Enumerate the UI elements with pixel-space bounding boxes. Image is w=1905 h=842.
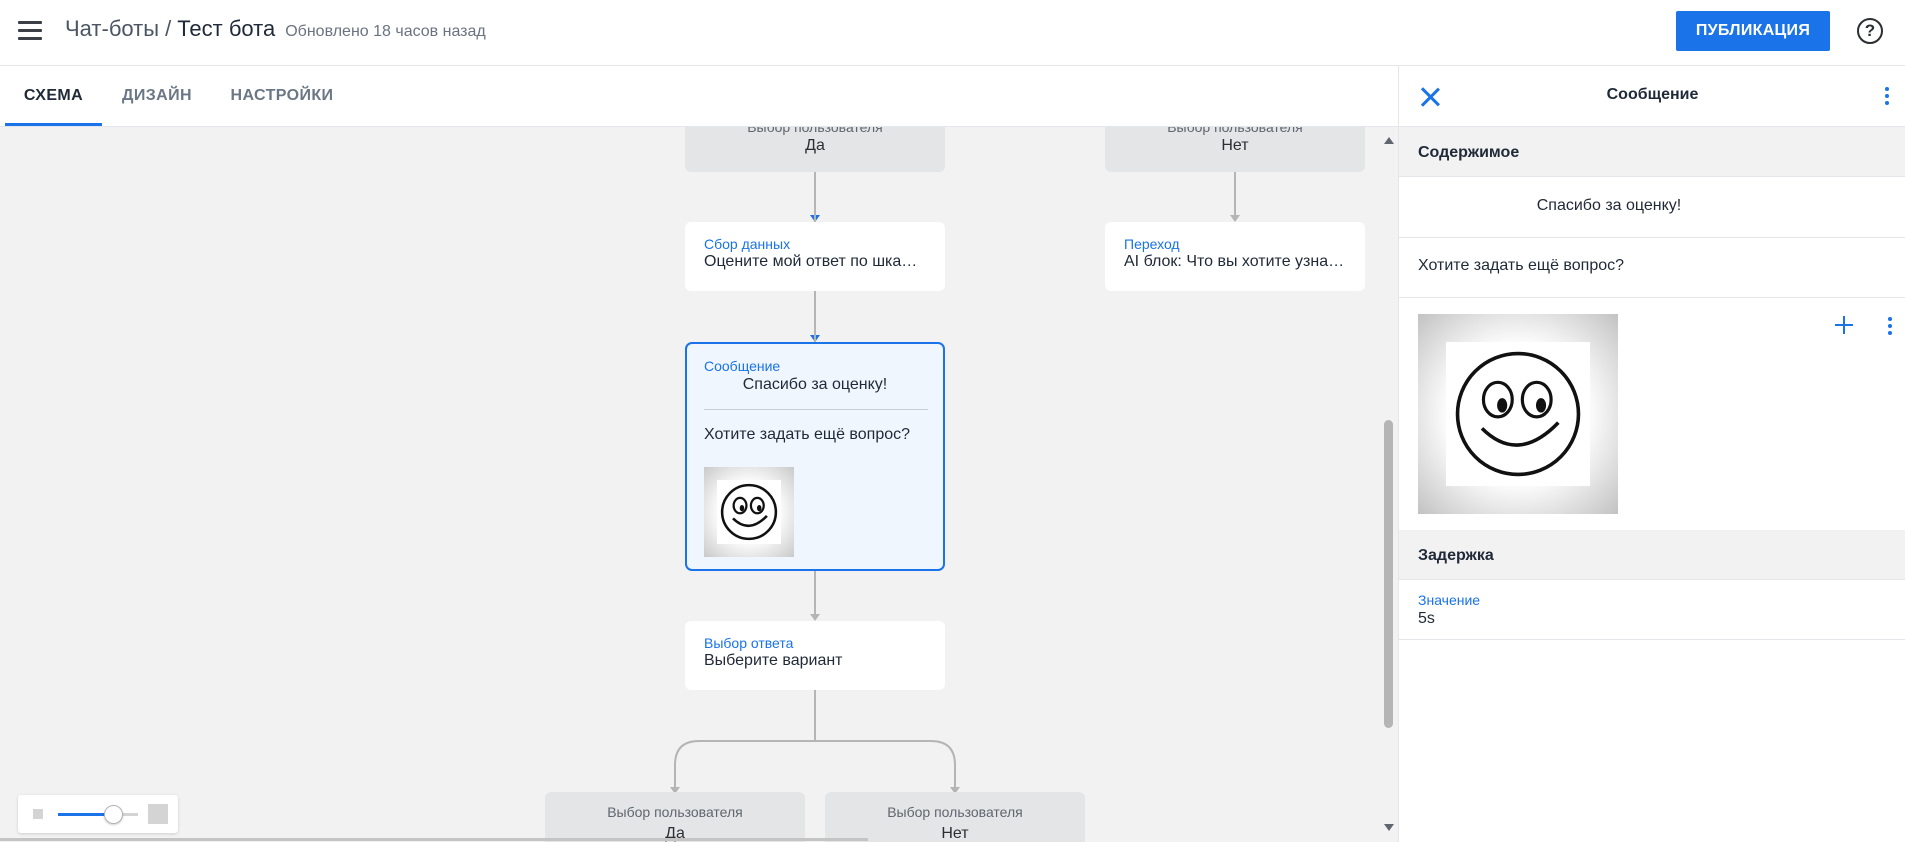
zoom-slider-fill bbox=[58, 813, 114, 816]
node-value: Нет bbox=[1221, 137, 1249, 154]
delay-field-label: Значение bbox=[1418, 592, 1481, 608]
user-choice-node-no[interactable]: Выбор пользователя Нет bbox=[825, 792, 1085, 842]
help-icon[interactable]: ? bbox=[1857, 18, 1883, 44]
scroll-up-icon[interactable] bbox=[1384, 137, 1394, 144]
tab-settings[interactable]: НАСТРОЙКИ bbox=[230, 87, 334, 104]
zoom-slider[interactable] bbox=[58, 813, 138, 816]
canvas-horizontal-scrollbar[interactable] bbox=[0, 838, 868, 841]
node-text: Оцените мой ответ по шка… bbox=[704, 253, 918, 270]
publish-button[interactable]: ПУБЛИКАЦИЯ bbox=[1676, 11, 1830, 51]
answer-choice-node[interactable]: Выбор ответа Выберите вариант bbox=[685, 621, 945, 690]
canvas-vertical-scrollbar[interactable] bbox=[1380, 127, 1398, 842]
smiley-thumbnail bbox=[704, 467, 794, 557]
tab-bar: СХЕМА ДИЗАЙН НАСТРОЙКИ bbox=[0, 66, 1398, 127]
connector-arrow bbox=[1230, 215, 1240, 222]
delay-value-row[interactable]: Значение 5s bbox=[1399, 580, 1905, 640]
flow-canvas[interactable]: Выбор пользователя Да Выбор пользователя… bbox=[0, 127, 1380, 842]
collect-data-node[interactable]: Сбор данных Оцените мой ответ по шка… bbox=[685, 222, 945, 291]
properties-panel: Сообщение Содержимое Спасибо за оценку! … bbox=[1398, 66, 1905, 842]
node-subtitle: Выбор пользователя bbox=[607, 804, 743, 820]
message-line-2: Хотите задать ещё вопрос? bbox=[704, 426, 911, 443]
node-type-label: Сообщение bbox=[704, 358, 781, 374]
more-vertical-icon[interactable] bbox=[1885, 87, 1890, 108]
zoom-control bbox=[18, 795, 178, 833]
zoom-slider-handle[interactable] bbox=[104, 805, 123, 824]
breadcrumb-parent-link[interactable]: Чат-боты bbox=[65, 16, 160, 41]
node-text: Выберите вариант bbox=[704, 652, 843, 669]
node-type-label: Переход bbox=[1124, 236, 1180, 252]
node-type-label: Выбор ответа bbox=[704, 635, 794, 651]
node-subtitle: Выбор пользователя bbox=[747, 127, 883, 135]
content-line-1: Спасибо за оценку! bbox=[1536, 197, 1682, 214]
menu-icon[interactable] bbox=[18, 21, 42, 41]
user-choice-node-yes[interactable]: Выбор пользователя Да bbox=[545, 792, 805, 842]
breadcrumb-separator: / bbox=[165, 16, 172, 41]
panel-title: Сообщение bbox=[1606, 86, 1699, 103]
page-title: Тест бота bbox=[177, 16, 276, 41]
content-line-2: Хотите задать ещё вопрос? bbox=[1418, 257, 1625, 274]
scroll-down-icon[interactable] bbox=[1384, 824, 1394, 831]
node-subtitle: Выбор пользователя bbox=[887, 804, 1023, 820]
content-message-row[interactable]: Спасибо за оценку! bbox=[1399, 177, 1905, 238]
node-subtitle: Выбор пользователя bbox=[1167, 127, 1303, 135]
node-type-label: Сбор данных bbox=[704, 236, 791, 252]
connector-arrow bbox=[810, 614, 820, 621]
section-title: Содержимое bbox=[1418, 144, 1520, 161]
transition-node[interactable]: Переход AI блок: Что вы хотите узна… bbox=[1105, 222, 1365, 291]
content-section-header: Содержимое bbox=[1399, 127, 1905, 177]
connector-arrow bbox=[670, 787, 680, 794]
node-text: AI блок: Что вы хотите узна… bbox=[1124, 253, 1345, 270]
scrollbar-thumb[interactable] bbox=[1384, 420, 1393, 728]
zoom-out-icon[interactable] bbox=[33, 809, 43, 819]
smiley-image-icon bbox=[717, 480, 781, 544]
content-question-row[interactable]: Хотите задать ещё вопрос? bbox=[1399, 238, 1905, 298]
message-divider bbox=[704, 409, 928, 410]
tab-schema[interactable]: СХЕМА bbox=[23, 87, 84, 104]
delay-section-header: Задержка bbox=[1399, 530, 1905, 580]
user-choice-node-no[interactable]: Выбор пользователя Нет bbox=[1105, 127, 1365, 172]
more-vertical-icon[interactable] bbox=[1888, 317, 1893, 338]
node-value: Нет bbox=[941, 825, 969, 842]
user-choice-node-yes[interactable]: Выбор пользователя Да bbox=[685, 127, 945, 172]
smiley-image-icon bbox=[1446, 342, 1590, 486]
delay-field-value: 5s bbox=[1418, 610, 1435, 627]
plus-icon[interactable] bbox=[1835, 316, 1853, 334]
connector-branch bbox=[674, 740, 956, 787]
node-value: Да bbox=[665, 825, 685, 842]
active-tab-indicator bbox=[5, 123, 102, 126]
connector-arrow bbox=[950, 787, 960, 794]
section-title: Задержка bbox=[1418, 547, 1494, 564]
last-updated-text: Обновлено 18 часов назад bbox=[285, 23, 486, 40]
zoom-in-icon[interactable] bbox=[148, 804, 168, 824]
message-node-selected[interactable]: Сообщение Спасибо за оценку! Хотите зада… bbox=[685, 342, 945, 571]
message-line-1: Спасибо за оценку! bbox=[742, 376, 888, 393]
breadcrumb: Чат-боты / Тест бота Обновлено 18 часов … bbox=[65, 16, 486, 42]
node-value: Да bbox=[805, 137, 825, 154]
tab-design[interactable]: ДИЗАЙН bbox=[122, 87, 192, 104]
content-image[interactable] bbox=[1418, 314, 1618, 514]
top-bar: Чат-боты / Тест бота Обновлено 18 часов … bbox=[0, 0, 1905, 66]
panel-header: Сообщение bbox=[1399, 66, 1905, 127]
